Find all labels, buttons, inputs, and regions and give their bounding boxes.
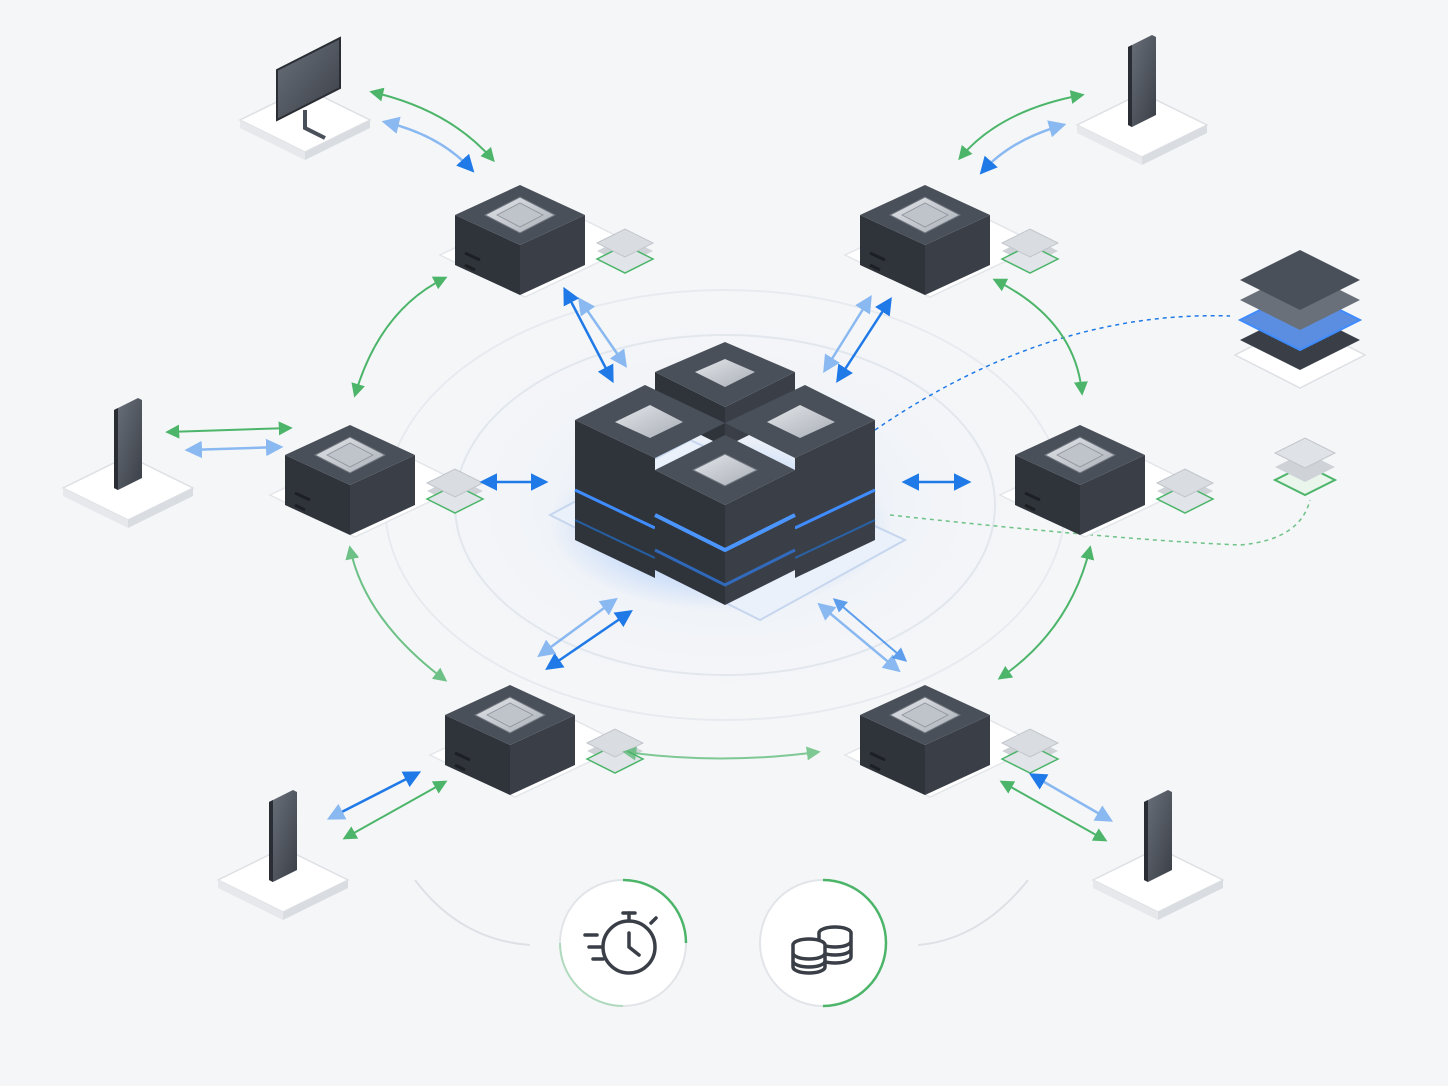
monitor-icon bbox=[238, 36, 372, 162]
coins-icon bbox=[791, 925, 853, 975]
ring-links bbox=[345, 276, 1095, 761]
phone-icon bbox=[62, 397, 194, 529]
hub-block-front bbox=[654, 435, 796, 605]
cost-badge bbox=[759, 878, 888, 1008]
device-links bbox=[165, 87, 1114, 842]
phone-icon bbox=[1076, 34, 1208, 166]
node-top-right bbox=[843, 183, 1060, 299]
hub-block-left bbox=[574, 385, 725, 578]
speed-badge bbox=[559, 878, 688, 1007]
bottom-arc-right bbox=[917, 879, 1029, 946]
layered-storage-icon bbox=[1233, 250, 1367, 389]
dashed-link-storage-large bbox=[874, 314, 1231, 431]
hub-block-right bbox=[725, 385, 876, 578]
layered-storage-icon bbox=[1272, 437, 1338, 497]
bottom-arc-left bbox=[414, 879, 531, 946]
node-top-left bbox=[438, 183, 655, 299]
stopwatch-icon bbox=[583, 911, 658, 975]
phone-icon bbox=[1092, 789, 1224, 921]
hub-links bbox=[479, 286, 972, 673]
hub-server-cluster bbox=[547, 342, 908, 622]
phone-icon bbox=[217, 789, 349, 921]
